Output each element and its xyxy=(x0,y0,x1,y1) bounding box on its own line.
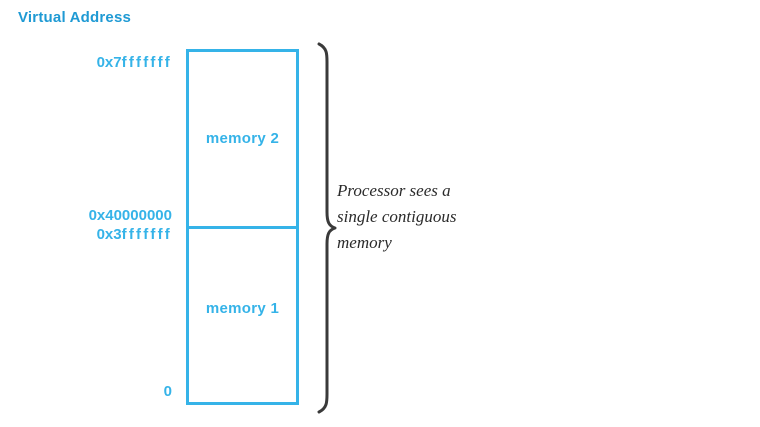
address-divider-low-suffix: fffffff xyxy=(121,226,172,243)
address-label-divider-low: 0x3fffffff xyxy=(97,226,172,243)
curly-brace-icon xyxy=(317,42,337,414)
address-label-divider-high: 0x40000000 xyxy=(89,207,172,224)
caption-line-2: single contiguous xyxy=(337,207,457,226)
caption-text: Processor sees a single contiguous memor… xyxy=(337,178,537,256)
address-divider-high-prefix: 0x40000000 xyxy=(88,207,172,224)
page-title: Virtual Address xyxy=(18,9,132,26)
memory-block-divider xyxy=(186,226,299,229)
address-top-prefix: 0x7 xyxy=(96,54,122,71)
memory-region-label-lower: memory 1 xyxy=(205,300,280,317)
address-divider-low-prefix: 0x3 xyxy=(96,226,122,243)
address-bottom-prefix: 0 xyxy=(163,383,172,400)
memory-region-label-upper: memory 2 xyxy=(205,130,280,147)
address-label-top: 0x7fffffff xyxy=(97,54,172,71)
address-top-suffix: fffffff xyxy=(121,54,172,71)
caption-line-3: memory xyxy=(337,233,392,252)
caption-line-1: Processor sees a xyxy=(337,181,451,200)
address-label-bottom: 0 xyxy=(164,383,172,400)
